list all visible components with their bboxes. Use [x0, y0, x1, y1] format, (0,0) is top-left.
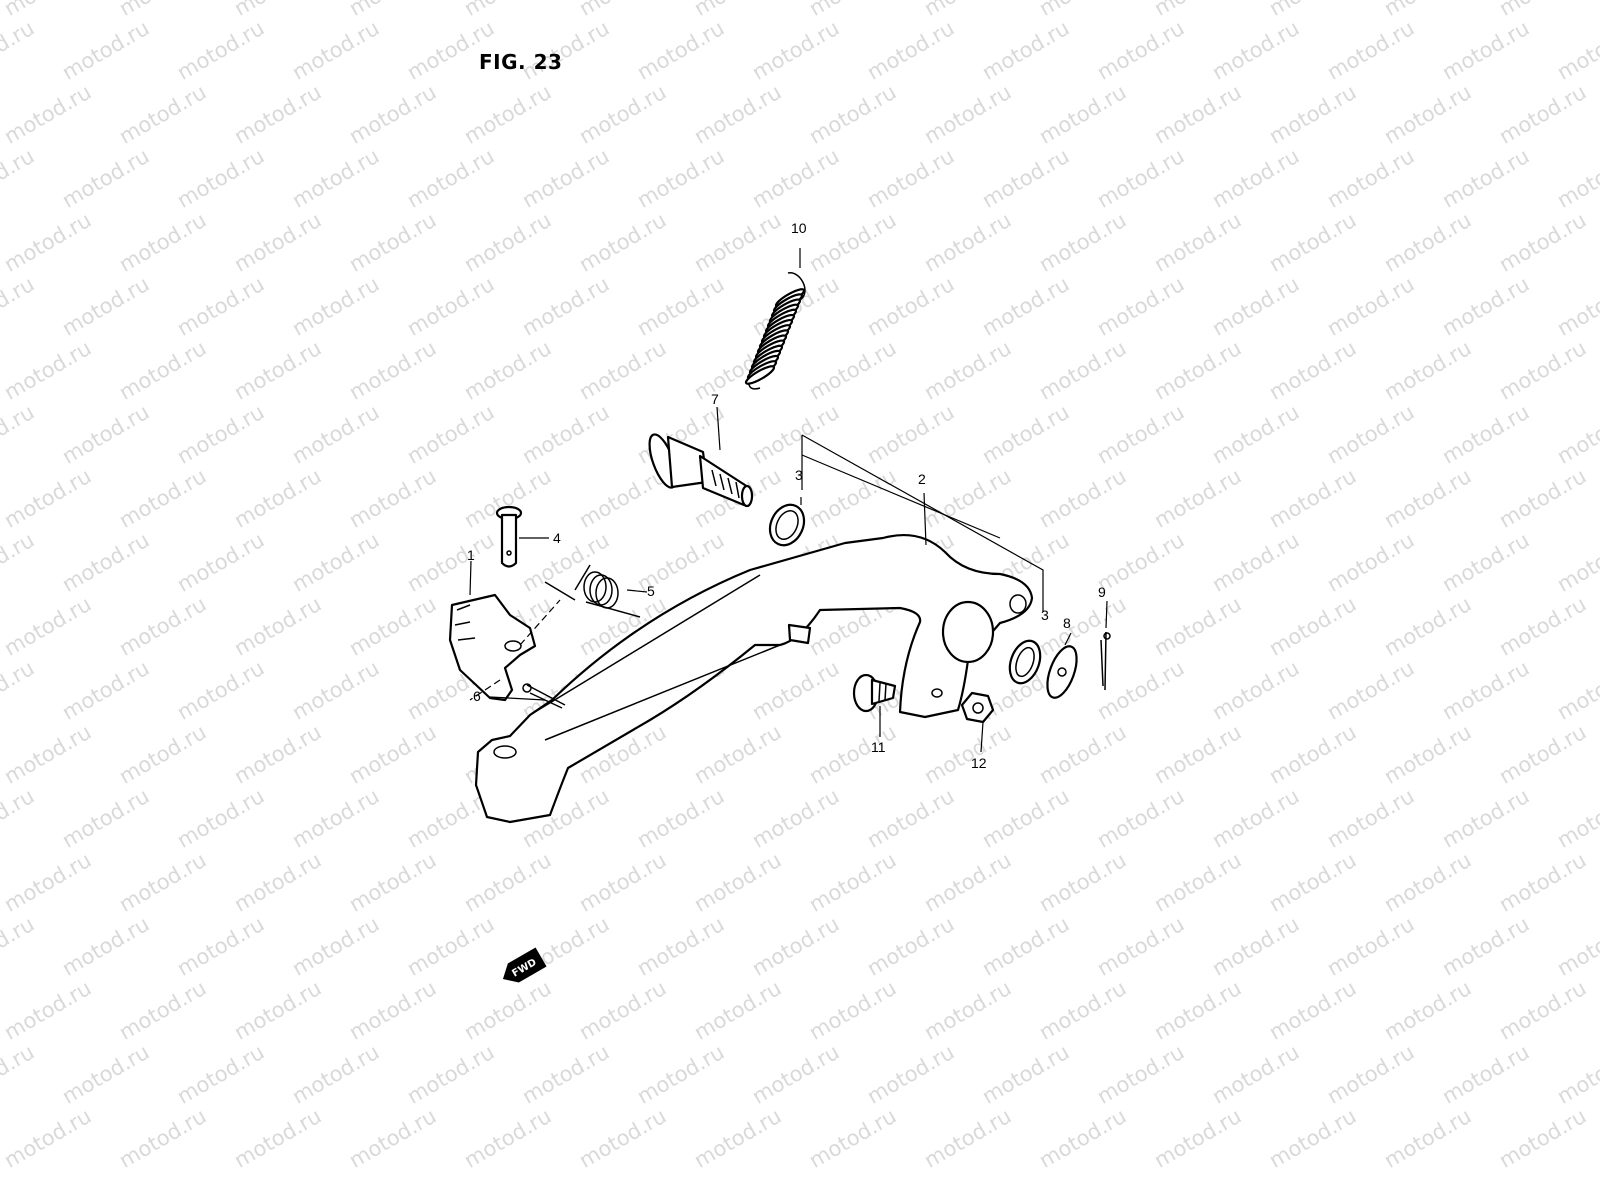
callout-3-upper: 3	[795, 467, 803, 483]
part-5-return-spring[interactable]	[544, 564, 641, 618]
callout-12: 12	[971, 755, 987, 771]
spring-coil	[744, 365, 776, 385]
part-6-cotter-pin[interactable]	[522, 683, 566, 709]
callout-7: 7	[711, 391, 719, 407]
callout-4: 4	[553, 530, 561, 546]
assembly-guide-lines	[469, 599, 561, 701]
forward-direction-badge: FWD	[502, 947, 547, 983]
part-7-pivot-shaft[interactable]	[644, 431, 754, 508]
figure-title: FIG. 23	[479, 50, 563, 74]
part-1-clevis[interactable]	[448, 593, 537, 702]
part-4-clevis-pin[interactable]	[495, 505, 523, 568]
part-12-nut[interactable]	[960, 691, 995, 724]
callout-8: 8	[1063, 615, 1071, 631]
part-10-spring[interactable]	[744, 272, 806, 390]
part-8-washer[interactable]	[1041, 643, 1082, 702]
callout-2: 2	[918, 471, 926, 487]
callout-3-lower: 3	[1041, 607, 1049, 623]
callout-numbers: 1 2 3 3 4 5 6 7 8 9 10 11 12	[467, 220, 1106, 771]
part-2-brake-pedal[interactable]	[474, 534, 1034, 824]
callout-1: 1	[467, 547, 475, 563]
leader-lines	[469, 248, 1108, 753]
callout-10: 10	[791, 220, 807, 236]
part-11-bolt[interactable]	[852, 673, 897, 713]
callout-9: 9	[1098, 584, 1106, 600]
part-3-bushing-lower[interactable]	[1004, 637, 1045, 688]
part-9-cotter-pin[interactable]	[1100, 631, 1111, 691]
callout-5: 5	[647, 583, 655, 599]
part-3-bushing-upper[interactable]	[764, 499, 811, 551]
callout-11: 11	[871, 739, 886, 755]
callout-6: 6	[473, 688, 481, 704]
